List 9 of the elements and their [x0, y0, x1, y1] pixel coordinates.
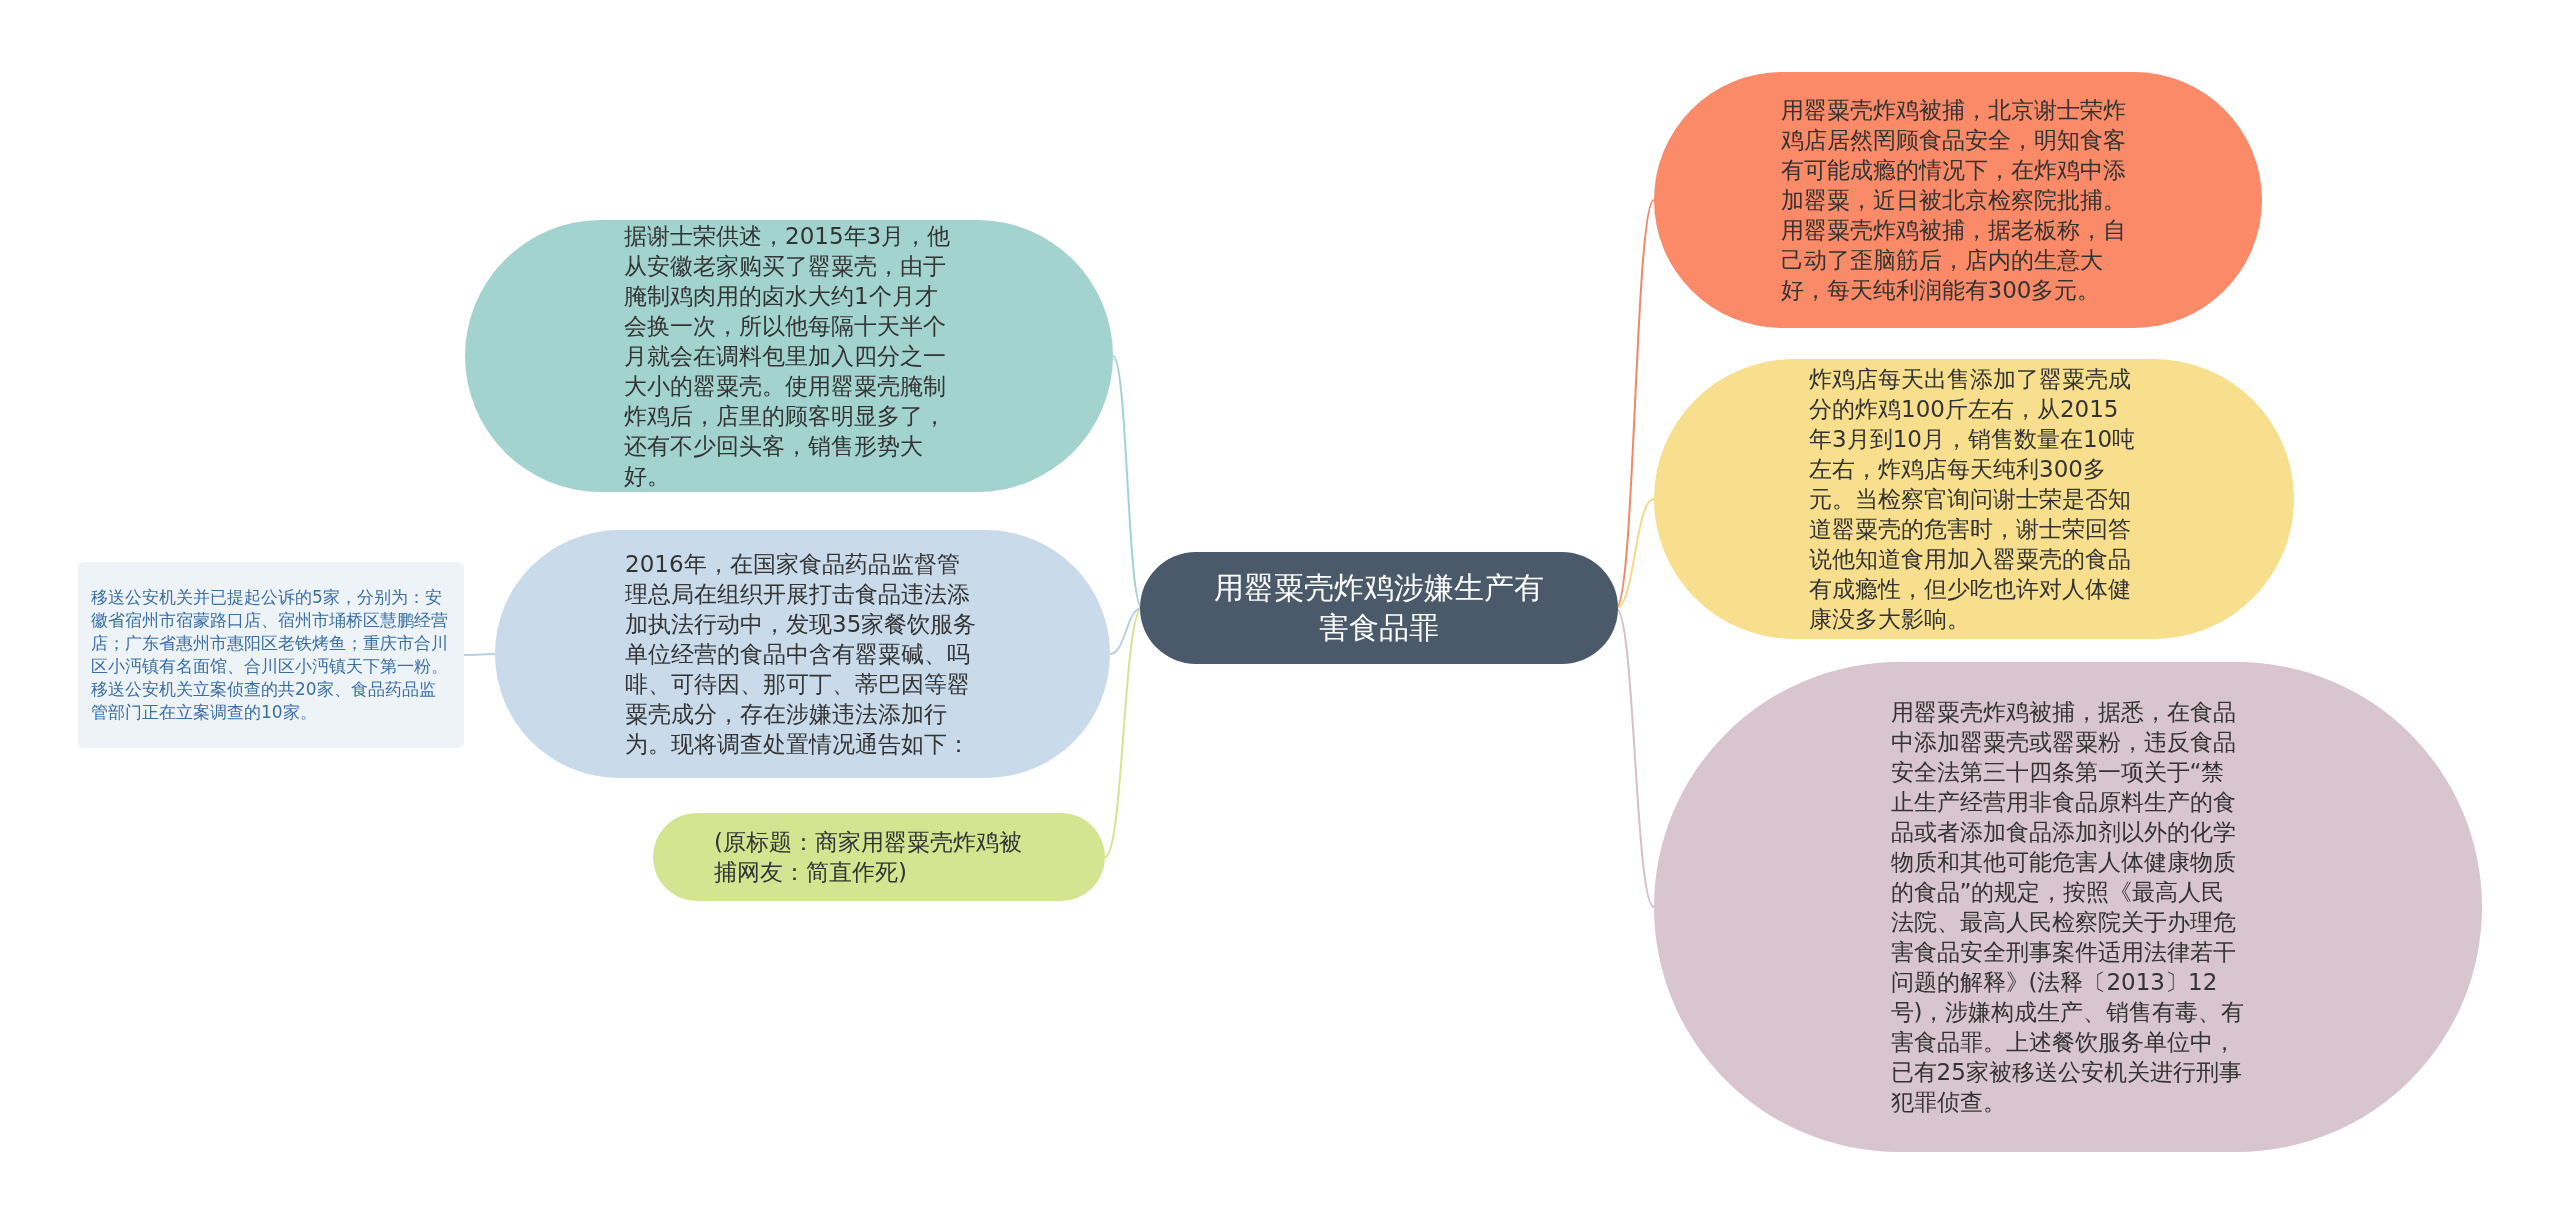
topic-text: (原标题：商家用罂粟壳炸鸡被捕网友：简直作死): [714, 828, 1023, 887]
topic-text: 据谢士荣供述，2015年3月，他从安徽老家购买了罂粟壳，由于腌制鸡肉用的卤水大约1个月才会换一次，所以他每隔十天半个月就会在调料包里加入四分之一大小的罂粟壳。使用罂粟壳腌制炸鸡后，店里的顾客明显多了，还有不少回头客，销售形势大好。: [624, 222, 952, 491]
note-card: [78, 562, 464, 748]
topic-text: 2016年，在国家食品药品监督管理总局在组织开展打击食品违法添加执法行动中，发现35家餐饮服务单位经营的食品中含有罂粟碱、吗啡、可待因、那可丁、蒂巴因等罂粟壳成分，存在涉嫌违法添加行为。现将调查处置情况通告如下：: [625, 550, 978, 759]
topic-text: 用罂粟壳炸鸡涉嫌生产有害食品罪: [1213, 569, 1545, 647]
topic-text: 用罂粟壳炸鸡被捕，北京谢士荣炸鸡店居然罔顾食品安全，明知食客有可能成瘾的情况下，在炸鸡中添加罂粟，近日被北京检察院批捕。用罂粟壳炸鸡被捕，据老板称，自己动了歪脑筋后，店内的生意大好，每天纯利润能有300多元。: [1780, 96, 2127, 305]
topic-text: 炸鸡店每天出售添加了罂粟壳成分的炸鸡100斤左右，从2015年3月到10月，销售数量在10吨左右，炸鸡店每天纯利300多元。当检察官询问谢士荣是否知道罂粟壳的危害时，谢士荣回答说他知道食用加入罂粟壳的食品有成瘾性，但少吃也许对人体健康没多大影响。: [1809, 365, 2137, 634]
topic-text: 移送公安机关并已提起公诉的5家，分别为：安徽省宿州市宿蒙路口店、宿州市埇桥区慧鹏经营店；广东省惠州市惠阳区老铁烤鱼；重庆市合川区小沔镇有名面馆、合川区小沔镇天下第一粉。移送公安机关立案侦查的共20家、食品药品监管部门正在立案调查的10家。: [91, 586, 449, 724]
topic-text: 用罂粟壳炸鸡被捕，据悉，在食品中添加罂粟壳或罂粟粉，违反食品安全法第三十四条第一项关于“禁止生产经营用非食品原料生产的食品或者添加食品添加剂以外的化学物质和其他可能危害人体健康物质的食品”的规定，按照《最高人民法院、最高人民检察院关于办理危害食品安全刑事案件适用法律若干问题的解释》(法释〔2013〕12号)，涉嫌构成生产、销售有毒、有害食品罪。上述餐饮服务单位中，已有25家被移送公安机关进行刑事犯罪侦查。: [1890, 698, 2246, 1117]
